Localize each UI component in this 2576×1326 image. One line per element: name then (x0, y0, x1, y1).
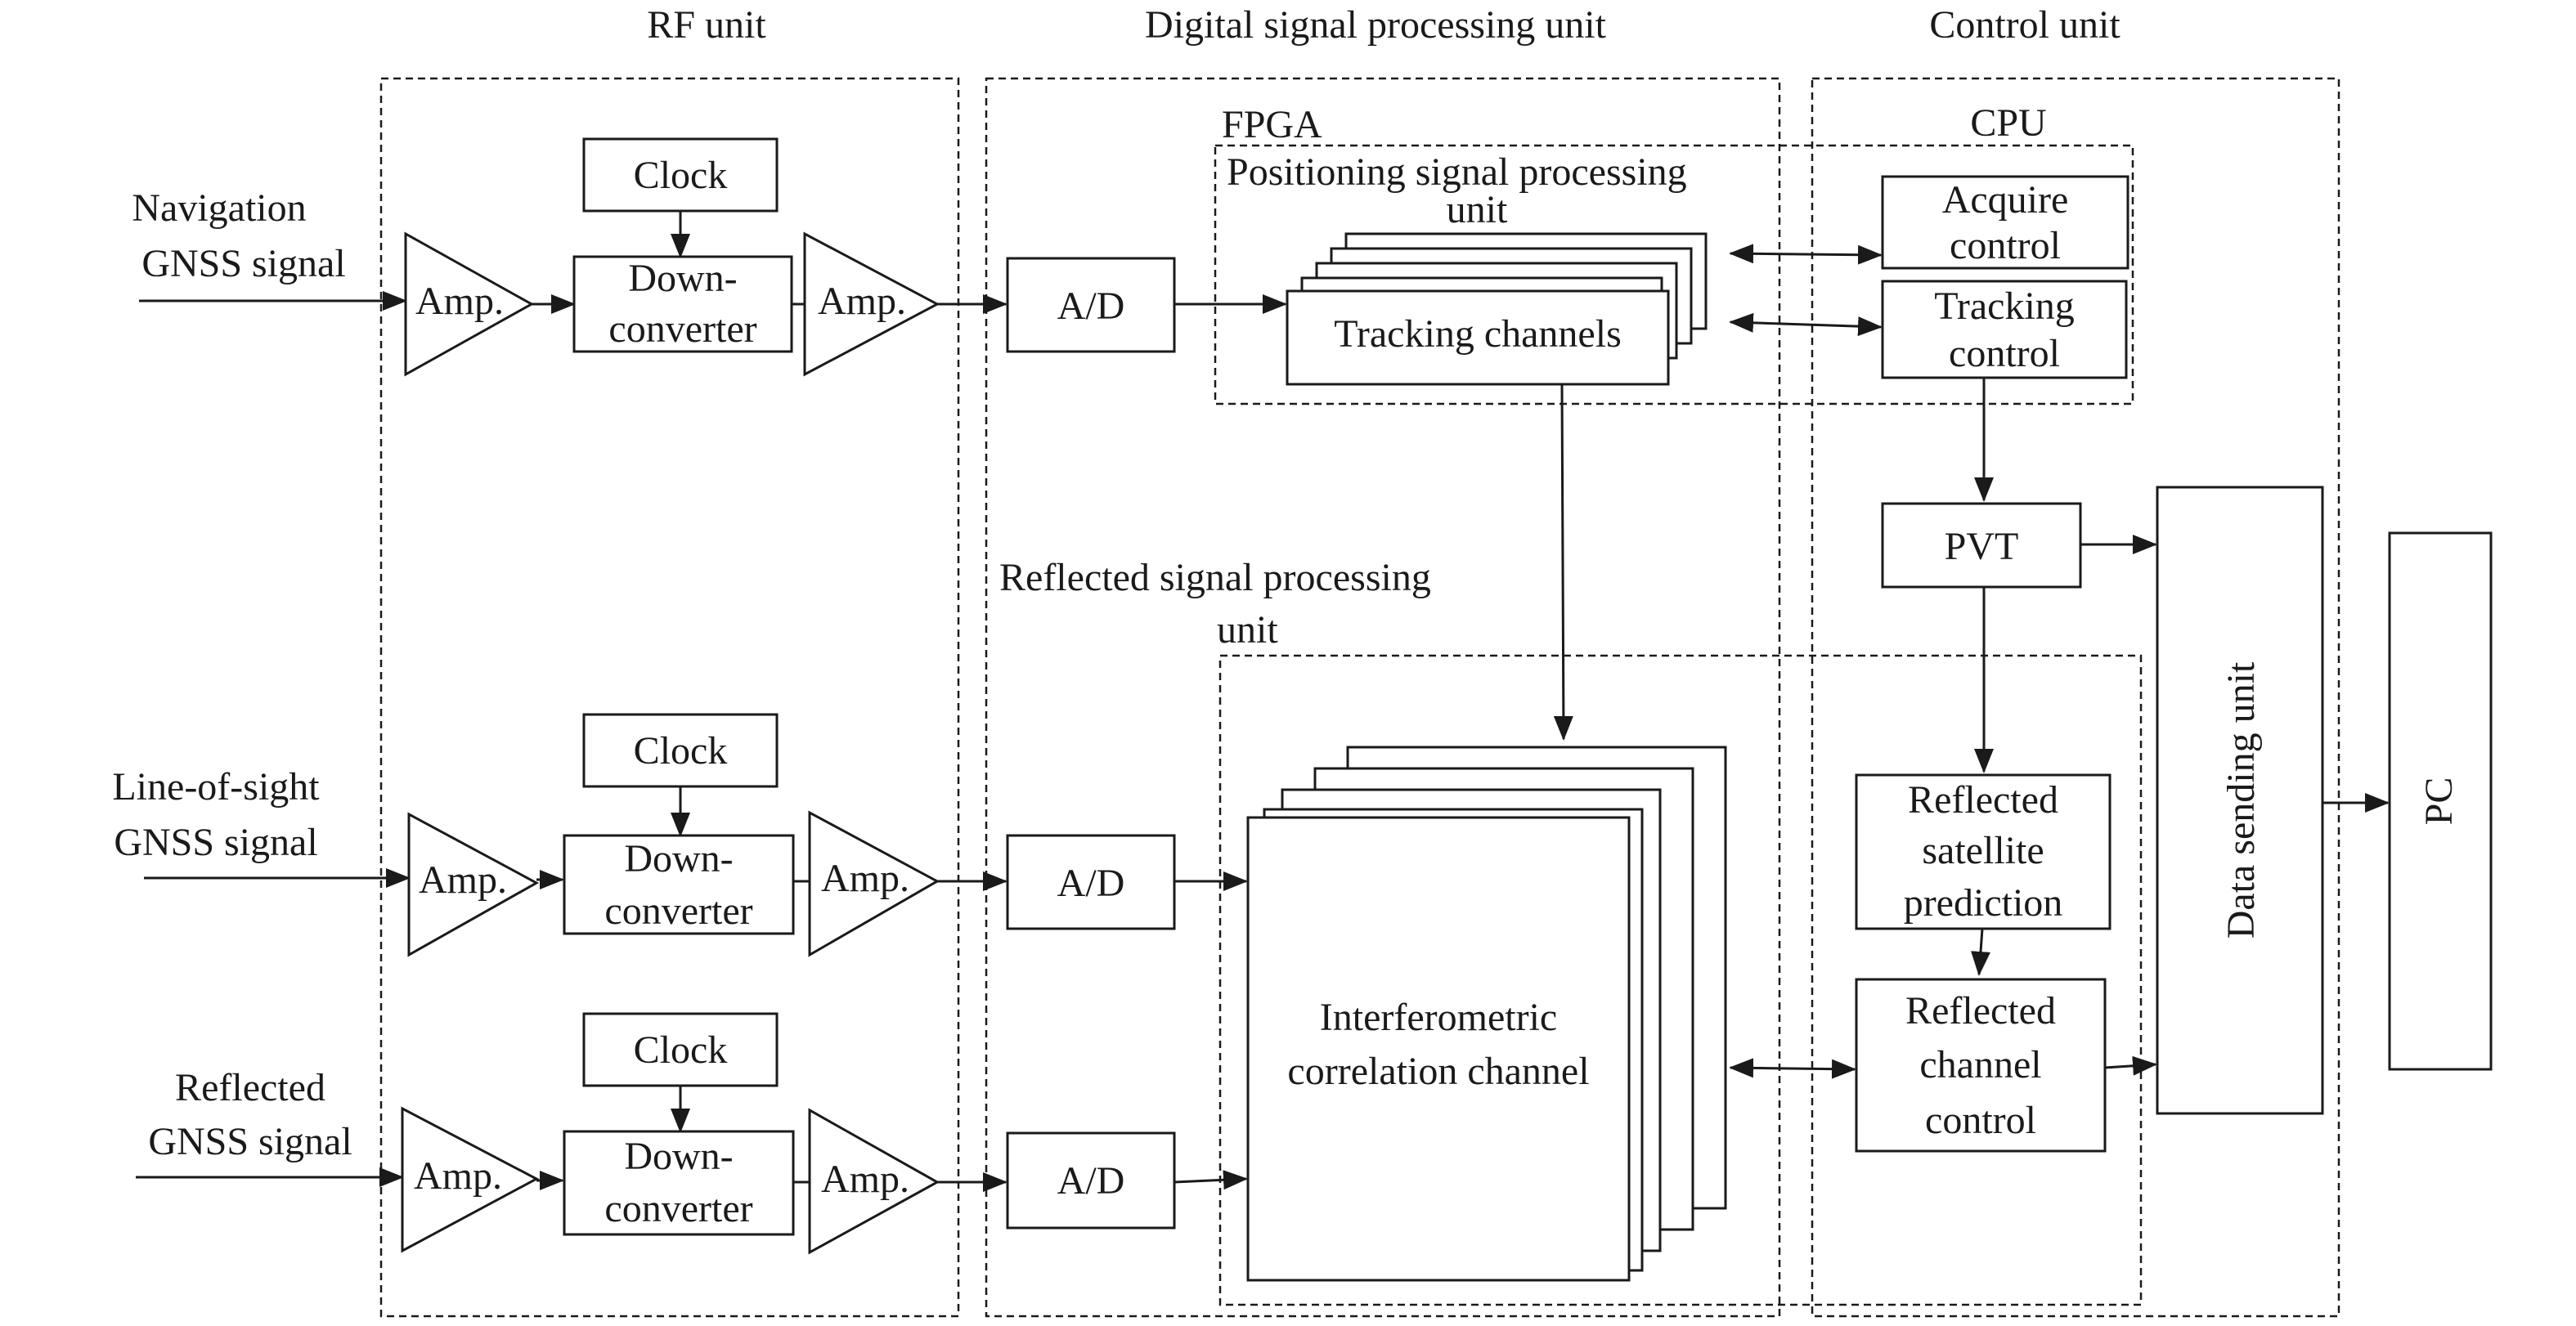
cpu-label: CPU (1970, 101, 2046, 145)
interferometric-channel-box (1246, 816, 1631, 1282)
interferometric-line2: correlation channel (1287, 1050, 1589, 1093)
clock-row2-label: Clock (634, 729, 728, 773)
data-sending-unit-box (2156, 486, 2324, 1115)
downconverter-row1-line2: converter (608, 307, 756, 351)
arrow-tracking-acquire (1729, 244, 1883, 265)
arrow-ad-interferometric-row3 (1174, 1170, 1248, 1190)
input-label-navigation-2: GNSS signal (141, 242, 345, 285)
downconverter-row2-line1: Down- (624, 837, 733, 880)
arrow-channelcontrol-datasending (2104, 1055, 2157, 1076)
downconverter-row1 (572, 255, 793, 353)
reflected-channel-line1: Reflected (1905, 989, 2056, 1033)
clock-row1 (582, 137, 779, 213)
reflected-channel-control-box (1855, 978, 2107, 1153)
reflected-prediction-line3: prediction (1904, 881, 2063, 925)
amp1-row3 (401, 1106, 540, 1253)
rf-unit-frame (379, 77, 960, 1318)
downconverter-row3-line1: Down- (624, 1135, 733, 1178)
input-label-reflected-1: Reflected (175, 1066, 325, 1109)
tracking-channels-label: Tracking channels (1334, 312, 1622, 356)
amp1-row2 (407, 812, 540, 957)
arrow-interferometric-channelcontrol (1729, 1058, 1856, 1079)
pvt-box (1881, 502, 2082, 589)
amp2-row1-label: Amp. (818, 280, 906, 323)
header-dsp-unit: Digital signal processing unit (1145, 3, 1607, 47)
control-unit-frame (1811, 77, 2340, 1318)
header-control-unit: Control unit (1929, 3, 2120, 47)
input-label-los-2: GNSS signal (114, 821, 317, 864)
amp2-row3-label: Amp. (821, 1158, 909, 1201)
ad-row2 (1006, 834, 1176, 930)
reflected-prediction-line2: satellite (1922, 829, 2044, 872)
amp1-row1-label: Amp. (415, 280, 504, 323)
downconverter-row2-line2: converter (604, 889, 752, 933)
reflected-unit-label-1: Reflected signal processing (999, 556, 1431, 599)
clock-row3 (582, 1012, 779, 1087)
downconverter-row3-line2: converter (604, 1187, 752, 1230)
amp2-row2-label: Amp. (821, 857, 909, 900)
ad-row1 (1006, 257, 1176, 353)
positioning-unit-label-2: unit (1447, 188, 1508, 231)
amp1-row1 (404, 231, 535, 377)
clock-row1-label: Clock (634, 154, 728, 197)
downconverter-row1-line1: Down- (628, 257, 737, 300)
acquire-control-line2: control (1950, 224, 2061, 267)
downconverter-row3 (563, 1130, 795, 1236)
acquire-control-line1: Acquire (1942, 178, 2069, 222)
downconverter-row2 (563, 834, 795, 935)
data-sending-unit-label: Data sending unit (2219, 661, 2263, 939)
tracking-channels-box (1286, 289, 1670, 386)
ad-row2-label: A/D (1057, 862, 1125, 905)
pvt-label: PVT (1945, 525, 2019, 568)
reflected-prediction-box (1855, 773, 2112, 930)
tracking-control-line2: control (1949, 332, 2060, 375)
reflected-channel-line2: channel (1919, 1043, 2041, 1086)
ad-row1-label: A/D (1057, 284, 1125, 328)
ad-row3 (1006, 1131, 1176, 1230)
amp2-row2 (808, 810, 940, 957)
input-label-reflected-2: GNSS signal (148, 1120, 352, 1163)
reflected-unit-frame (1218, 654, 2143, 1306)
ad-row3-label: A/D (1057, 1159, 1125, 1203)
input-label-los-1: Line-of-sight (112, 765, 320, 809)
positioning-unit-label-1: Positioning signal processing (1227, 150, 1687, 194)
tracking-control-line1: Tracking (1934, 284, 2075, 328)
arrow-tracking-trackingcontrol (1729, 312, 1883, 337)
arrow-prediction-channelcontrol (1971, 928, 1990, 976)
amp1-row2-label: Amp. (419, 858, 507, 902)
reflected-prediction-line1: Reflected (1908, 778, 2058, 822)
arrow-tracking-interferometric (1553, 383, 1573, 741)
reflected-unit-label-2: unit (1217, 608, 1278, 652)
dsp-unit-frame (985, 77, 1781, 1318)
amp1-row3-label: Amp. (414, 1154, 502, 1198)
tracking-control-box (1881, 280, 2128, 379)
fpga-label: FPGA (1222, 103, 1322, 146)
acquire-control-box (1881, 175, 2129, 270)
pc-box (2388, 531, 2493, 1071)
reflected-channel-line3: control (1925, 1099, 2036, 1142)
header-rf-unit: RF unit (647, 3, 766, 47)
input-label-navigation-1: Navigation (132, 186, 306, 230)
positioning-unit-frame (1214, 144, 2134, 405)
clock-row3-label: Clock (634, 1028, 728, 1072)
pc-label: PC (2417, 777, 2461, 826)
interferometric-line1: Interferometric (1320, 996, 1557, 1039)
